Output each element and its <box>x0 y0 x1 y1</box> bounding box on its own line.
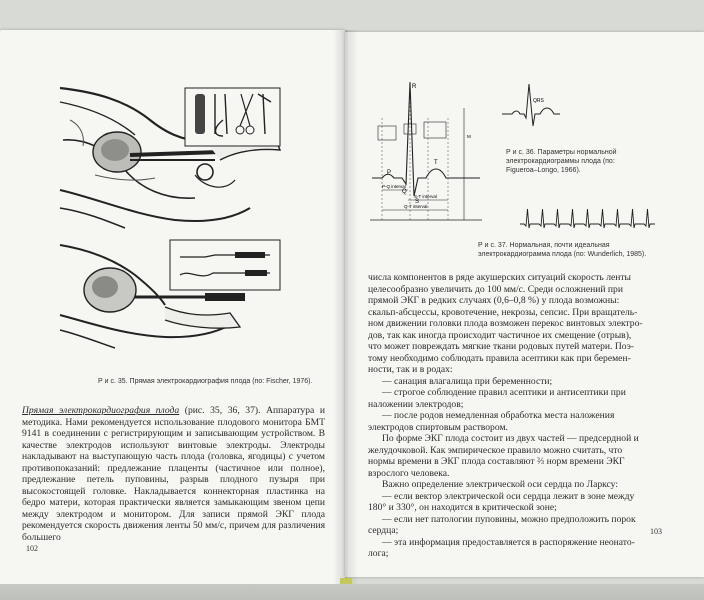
text-line: ности, так и в родах: <box>368 364 453 375</box>
left-page <box>0 30 345 585</box>
ecg-label-qt: Q-T interval <box>404 204 427 209</box>
right-page <box>345 32 704 577</box>
ecg-label-t: T <box>434 160 438 166</box>
fig35-illustration-top <box>59 86 282 229</box>
text-line: скальп-абсцессы, кровотечение, некрозы, … <box>368 306 638 318</box>
fig37-ecg-strip <box>520 208 655 229</box>
right-body-text: числа компонентов в ряде акушерских ситу… <box>368 272 664 560</box>
spine-mark <box>340 578 352 584</box>
ecg-label-st: S-T interval <box>414 194 437 199</box>
text-line: лога; <box>368 548 389 559</box>
fig37-caption: Р и с. 37. Нормальная, почти идеальная э… <box>478 242 647 258</box>
page-number-left: 102 <box>26 544 38 553</box>
fig36-ecg-parameters: P Q R S T P-Q interval S-T interval Q-T … <box>370 81 482 221</box>
text-line: 180° и 330°, он находится в критической … <box>368 502 557 513</box>
text-line: — если вектор электрической оси сердца л… <box>382 490 635 502</box>
fig35-caption: Р и с. 35. Прямая электрокардиография пл… <box>98 378 313 385</box>
ecg-strip-trace <box>520 208 655 229</box>
fig36-qrs-inset: QRS <box>502 83 560 127</box>
text-line: Важно определение электрической оси серд… <box>382 479 619 490</box>
text-line: По форме ЭКГ плода состоит из двух часте… <box>382 433 639 444</box>
text-line: нормы времени в ЭКГ плода составляют ⅔ н… <box>368 456 625 467</box>
text-line: — строгое соблюдение правил асептики и а… <box>382 387 626 398</box>
ecg-label-pq: P-Q interval <box>382 184 406 189</box>
left-body-text: Прямая электрокардиография плода (рис. 3… <box>22 405 325 543</box>
ecg-label-r: R <box>412 84 417 90</box>
text-line: прямой ЭКГ в редких случаях (0,6–0,8 %) … <box>368 295 620 306</box>
text-line: наложении электродов; <box>368 398 464 410</box>
text-line: ном движении головки плода возможен пере… <box>368 318 643 329</box>
fig35-illustration-bottom <box>59 239 281 349</box>
ecg-label-qrs: QRS <box>533 98 545 104</box>
text-line: — если нет патологии пуповины, можно пре… <box>382 513 636 525</box>
ecg-label-s: S <box>415 199 419 205</box>
ecg-label-q: Q <box>402 189 407 195</box>
text-line: — санация влагалища при беременности; <box>382 375 553 387</box>
text-line: взрослого человека. <box>368 467 450 479</box>
text-line: тому необходимо соблюдать правила асепти… <box>368 352 631 364</box>
text-line: — после родов немедленная обработка мест… <box>382 410 615 421</box>
text-line: электродов спиртовым раствором. <box>368 421 508 433</box>
ecg-label-m: M <box>467 134 471 139</box>
paragraph-body: (рис. 35, 36, 37). Аппаратура и методика… <box>22 405 325 543</box>
page-number-right: 103 <box>650 527 662 536</box>
text-line: желудочковой. Как эмпирическое правило м… <box>368 444 623 456</box>
text-line: целесообразно увеличить до 100 мм/с. Сре… <box>368 283 623 295</box>
text-line: — эта информация предоставляется в распо… <box>382 536 635 548</box>
text-line: числа компонентов в ряде акушерских ситу… <box>368 272 632 283</box>
text-line: дов, так как иногда происходит частичное… <box>368 329 632 341</box>
book-cover-edge <box>0 584 704 600</box>
ecg-label-p: P <box>387 170 391 176</box>
paragraph-title: Прямая электрокардиография плода <box>22 405 180 416</box>
book-gutter <box>333 30 359 585</box>
fig36-caption: Р и с. 36. Параметры нормальной электрок… <box>506 149 617 174</box>
text-line: сердца; <box>368 525 399 536</box>
text-line: что может повреждать мягкие ткани родовы… <box>368 341 635 352</box>
